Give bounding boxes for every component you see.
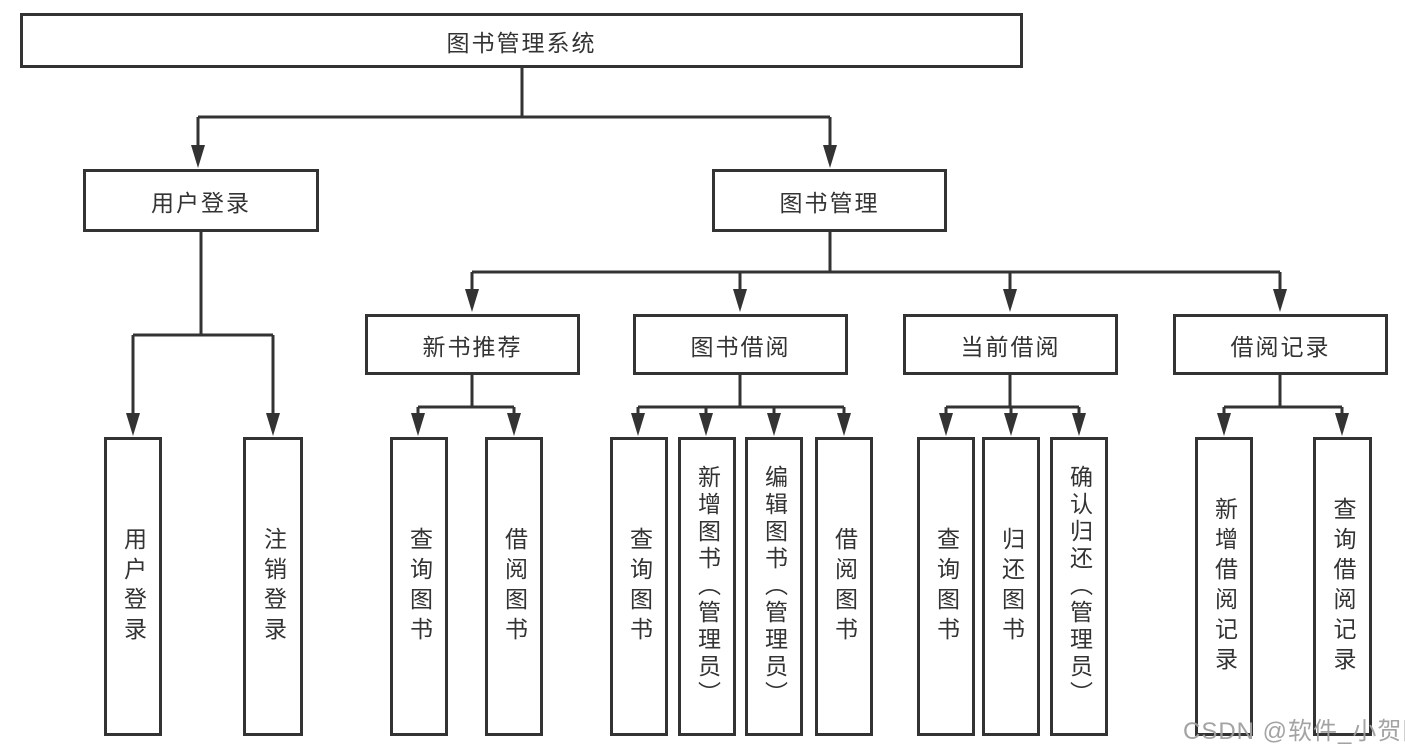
leaf-add-borrow-record: 新增借阅记录 [1195,437,1253,736]
leaf-add-book-admin: 新增图书（管理员） [678,437,736,736]
node-label: 确认归还（管理员） [1066,465,1093,708]
connector-book-borrow-to-leaves [631,375,851,436]
node-label: 图书管理系统 [446,29,597,56]
node-book-borrow: 图书借阅 [633,314,848,375]
node-label: 查询图书 [406,526,433,647]
node-label: 查询图书 [626,526,653,647]
connector-user-login-to-leaves [126,232,280,436]
node-label: 新增图书（管理员） [694,465,721,708]
node-label: 借阅记录 [1230,333,1331,360]
csdn-watermark: CSDN @软件_小贺同学 [1183,718,1405,745]
node-book-management: 图书管理 [712,169,947,232]
node-label: 借阅图书 [831,526,858,647]
node-label: 查询借阅记录 [1330,496,1356,677]
connector-current-borrow-to-leaves [939,375,1086,436]
node-label: 编辑图书（管理员） [761,465,788,708]
node-label: 用户登录 [151,189,251,216]
node-current-borrow: 当前借阅 [903,314,1118,375]
node-label: 新增借阅记录 [1211,496,1238,677]
connector-root-to-level2 [191,68,837,168]
leaf-confirm-return-admin: 确认归还（管理员） [1050,437,1108,736]
node-label: 注销登录 [260,526,287,647]
node-new-book-recommend: 新书推荐 [365,314,580,375]
connector-new-book-recommend-to-leaves [411,375,521,436]
leaf-return-book: 归还图书 [982,437,1040,736]
node-borrow-records: 借阅记录 [1173,314,1388,375]
leaf-query-borrow-record: 查询借阅记录 [1313,437,1372,736]
node-label: 查询图书 [933,526,960,647]
node-user-login: 用户登录 [83,169,319,232]
node-label: 新书推荐 [422,333,523,360]
leaf-query-books-recommend: 查询图书 [390,437,448,736]
node-label: 图书借阅 [690,333,791,360]
node-label: 用户登录 [120,526,147,647]
node-root-library-system: 图书管理系统 [20,13,1023,68]
node-label: 借阅图书 [501,526,528,647]
node-label: 当前借阅 [960,333,1061,360]
leaf-logout: 注销登录 [243,437,303,736]
leaf-borrow-books-recommend: 借阅图书 [485,437,543,736]
leaf-query-books-borrow: 查询图书 [610,437,668,736]
node-label: 图书管理 [779,189,880,216]
connector-borrow-records-to-leaves [1217,375,1349,436]
connector-book-management-to-level3 [465,232,1287,312]
leaf-edit-book-admin: 编辑图书（管理员） [745,437,803,736]
leaf-query-books-current: 查询图书 [917,437,975,736]
leaf-user-login: 用户登录 [104,437,162,736]
node-label: 归还图书 [998,526,1025,647]
leaf-borrow-books: 借阅图书 [815,437,873,736]
